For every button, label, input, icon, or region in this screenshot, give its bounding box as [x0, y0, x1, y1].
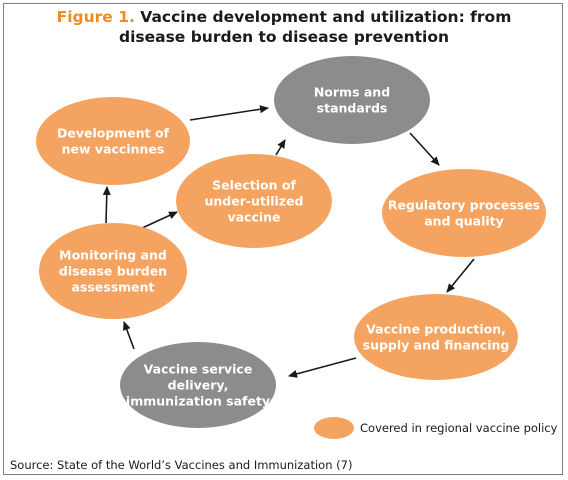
- edges: [102, 105, 475, 378]
- arrow-regulatory-to-production: [446, 258, 475, 293]
- arrow-monitoring-to-selection: [139, 211, 178, 230]
- legend-swatch: [314, 417, 354, 439]
- node-monitoring-shape: [39, 223, 187, 319]
- node-production-label-line: Vaccine production,: [366, 322, 506, 337]
- title-text-1: Vaccine development and utilization: fro…: [140, 8, 512, 26]
- node-norms-label-line: standards: [317, 101, 388, 116]
- node-selection-label-line: vaccine: [227, 210, 280, 225]
- node-norms-shape: [274, 56, 430, 144]
- node-monitoring-label-line: assessment: [71, 280, 154, 295]
- arrow-monitoring-to-development: [102, 186, 111, 224]
- figure-title: Figure 1. Vaccine development and utiliz…: [0, 7, 568, 47]
- node-service-label-line: immunization safety: [126, 394, 270, 409]
- node-selection-shape: [176, 154, 332, 248]
- node-service-label-line: delivery,: [168, 378, 229, 393]
- figure-label: Figure 1.: [56, 8, 135, 26]
- arrow-selection-to-norms: [275, 139, 286, 156]
- node-monitoring-label-line: Monitoring and: [59, 248, 167, 263]
- node-production: Vaccine production,supply and financing: [354, 294, 518, 380]
- arrow-norms-to-regulatory: [409, 132, 440, 166]
- node-development-label-line: new vaccinnes: [62, 142, 165, 157]
- legend-label: Covered in regional vaccine policy: [360, 421, 558, 435]
- node-service-label-line: Vaccine service: [144, 362, 253, 377]
- node-development-label-line: Development of: [57, 126, 170, 141]
- node-production-label-line: supply and financing: [363, 338, 510, 353]
- node-monitoring-label-line: disease burden: [59, 264, 167, 279]
- node-regulatory-label-line: Regulatory processes: [388, 198, 540, 213]
- node-regulatory-label-line: and quality: [424, 214, 504, 229]
- node-service-shape: [120, 342, 276, 428]
- legend: Covered in regional vaccine policy: [314, 417, 558, 439]
- node-selection-label-line: under-utilized: [204, 194, 303, 209]
- source-note: Source: State of the World’s Vaccines an…: [10, 458, 353, 472]
- node-selection-label-line: Selection of: [212, 178, 296, 193]
- arrow-service-to-monitoring: [123, 321, 135, 350]
- title-line-1: Figure 1. Vaccine development and utiliz…: [0, 7, 568, 27]
- arrow-production-to-service: [288, 357, 357, 378]
- node-development-shape: [36, 97, 190, 185]
- node-norms-label-line: Norms and: [314, 85, 390, 100]
- title-line-2: disease burden to disease prevention: [118, 28, 450, 46]
- arrow-development-to-norms: [189, 105, 269, 121]
- node-production-shape: [354, 294, 518, 380]
- node-regulatory-shape: [382, 169, 546, 257]
